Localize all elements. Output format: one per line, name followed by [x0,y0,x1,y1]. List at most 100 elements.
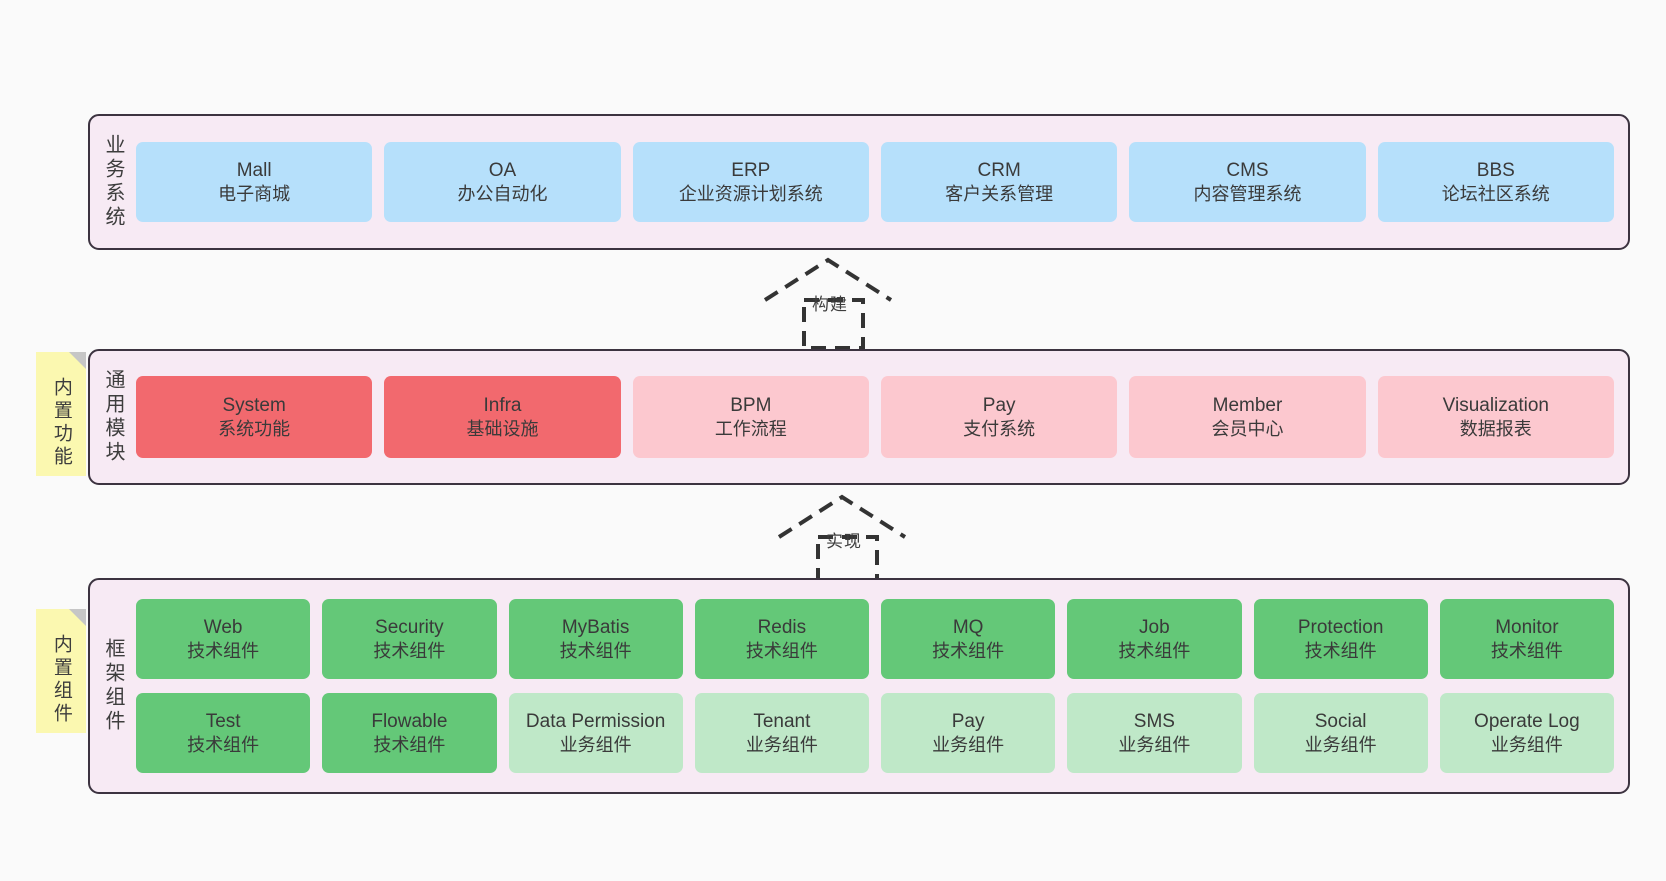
node-title: BBS [1476,160,1515,182]
node-title: Job [1139,617,1170,639]
node-title: Infra [483,395,522,417]
node-title: System [222,395,286,417]
layer-label-common-modules: 通用模块 [102,369,124,465]
node-subtitle: 工作流程 [714,418,787,439]
node-subtitle: 技术组件 [932,640,1005,661]
node-title: Test [205,711,241,733]
node-social[interactable]: Social 业务组件 [1253,693,1428,773]
node-mall[interactable]: Mall 电子商城 [136,142,373,222]
node-title: Visualization [1442,395,1549,417]
node-erp[interactable]: ERP 企业资源计划系统 [632,142,869,222]
connector-label: 构建 [812,295,848,314]
node-title: MQ [952,617,984,639]
node-subtitle: 电子商城 [218,183,291,204]
connector-build-arrow: 构建 [760,252,920,352]
node-row: Test 技术组件 Flowable 技术组件 Data Permission … [136,693,1614,773]
node-subtitle: 系统功能 [218,418,291,439]
node-subtitle: 论坛社区系统 [1441,183,1550,204]
node-subtitle: 业务组件 [1490,734,1563,755]
node-title: Data Permission [525,711,666,733]
layer-business-systems: 业务系统 Mall 电子商城 OA 办公自动化 ERP 企业资源计划系统 CRM… [88,114,1630,250]
node-subtitle: 技术组件 [187,640,260,661]
node-subtitle: 办公自动化 [457,183,548,204]
node-operate-log[interactable]: Operate Log 业务组件 [1439,693,1614,773]
node-subtitle: 技术组件 [373,734,446,755]
node-monitor[interactable]: Monitor 技术组件 [1439,599,1614,679]
node-title: MyBatis [561,617,630,639]
node-crm[interactable]: CRM 客户关系管理 [880,142,1118,222]
node-title: Protection [1297,617,1384,639]
node-infra[interactable]: Infra 基础设施 [384,376,621,458]
node-title: Security [375,617,444,639]
node-subtitle: 业务组件 [1304,734,1377,755]
node-subtitle: 技术组件 [745,640,818,661]
node-member[interactable]: Member 会员中心 [1129,376,1366,458]
node-protection[interactable]: Protection 技术组件 [1253,599,1428,679]
node-title: Tenant [753,711,811,733]
node-web[interactable]: Web 技术组件 [136,599,311,679]
node-system[interactable]: System 系统功能 [136,376,373,458]
node-test[interactable]: Test 技术组件 [136,693,311,773]
node-security[interactable]: Security 技术组件 [322,599,497,679]
layer-common-modules: 通用模块 System 系统功能 Infra 基础设施 BPM 工作流程 Pay… [88,349,1630,485]
node-subtitle: 技术组件 [373,640,446,661]
node-row: System 系统功能 Infra 基础设施 BPM 工作流程 Pay 支付系统… [136,376,1614,458]
node-tenant[interactable]: Tenant 业务组件 [694,693,869,773]
node-title: Monitor [1495,617,1559,639]
node-title: OA [488,160,517,182]
node-bbs[interactable]: BBS 论坛社区系统 [1377,142,1614,222]
node-title: Pay [951,711,985,733]
node-subtitle: 业务组件 [932,734,1005,755]
node-subtitle: 支付系统 [963,418,1036,439]
node-subtitle: 会员中心 [1211,418,1284,439]
node-title: Social [1314,711,1367,733]
node-title: ERP [731,160,771,182]
node-subtitle: 业务组件 [745,734,818,755]
layer-label-framework-components: 框架组件 [102,638,124,734]
connector-label: 实现 [826,532,862,551]
node-subtitle: 客户关系管理 [945,183,1054,204]
layer-body-business-systems: Mall 电子商城 OA 办公自动化 ERP 企业资源计划系统 CRM 客户关系… [136,116,1628,248]
node-title: BPM [730,395,772,417]
layer-body-common-modules: System 系统功能 Infra 基础设施 BPM 工作流程 Pay 支付系统… [136,351,1628,483]
connector-implement-arrow: 实现 [774,489,934,589]
note-text: 内置功能 [50,377,72,469]
node-subtitle: 业务组件 [559,734,632,755]
node-title: Operate Log [1474,711,1580,733]
node-subtitle: 技术组件 [1490,640,1563,661]
node-subtitle: 企业资源计划系统 [678,183,823,204]
node-row: Mall 电子商城 OA 办公自动化 ERP 企业资源计划系统 CRM 客户关系… [136,142,1614,222]
node-pay[interactable]: Pay 支付系统 [880,376,1118,458]
node-sms[interactable]: SMS 业务组件 [1067,693,1242,773]
note-builtin-component: 内置组件 [36,609,86,733]
note-builtin-function: 内置功能 [36,352,86,476]
node-title: SMS [1133,711,1175,733]
node-pay-business[interactable]: Pay 业务组件 [881,693,1056,773]
node-title: Pay [982,395,1016,417]
node-title: Web [203,617,243,639]
node-mq[interactable]: MQ 技术组件 [881,599,1056,679]
note-text: 内置组件 [50,634,72,726]
layer-body-framework-components: Web 技术组件 Security 技术组件 MyBatis 技术组件 Redi… [136,580,1628,792]
node-oa[interactable]: OA 办公自动化 [384,142,621,222]
node-title: Mall [236,160,272,182]
node-bpm[interactable]: BPM 工作流程 [632,376,869,458]
node-subtitle: 业务组件 [1118,734,1191,755]
node-job[interactable]: Job 技术组件 [1067,599,1242,679]
node-cms[interactable]: CMS 内容管理系统 [1129,142,1366,222]
node-row: Web 技术组件 Security 技术组件 MyBatis 技术组件 Redi… [136,599,1614,679]
node-subtitle: 技术组件 [1118,640,1191,661]
node-title: Flowable [371,711,448,733]
node-subtitle: 技术组件 [559,640,632,661]
node-subtitle: 基础设施 [466,418,539,439]
node-data-permission[interactable]: Data Permission 业务组件 [508,693,683,773]
node-subtitle: 技术组件 [1304,640,1377,661]
node-redis[interactable]: Redis 技术组件 [694,599,869,679]
node-title: CMS [1226,160,1269,182]
node-flowable[interactable]: Flowable 技术组件 [322,693,497,773]
node-visualization[interactable]: Visualization 数据报表 [1377,376,1614,458]
node-mybatis[interactable]: MyBatis 技术组件 [508,599,683,679]
layer-label-business-systems: 业务系统 [102,134,124,230]
node-subtitle: 内容管理系统 [1193,183,1302,204]
layer-framework-components: 框架组件 Web 技术组件 Security 技术组件 MyBatis 技术组件… [88,578,1630,794]
